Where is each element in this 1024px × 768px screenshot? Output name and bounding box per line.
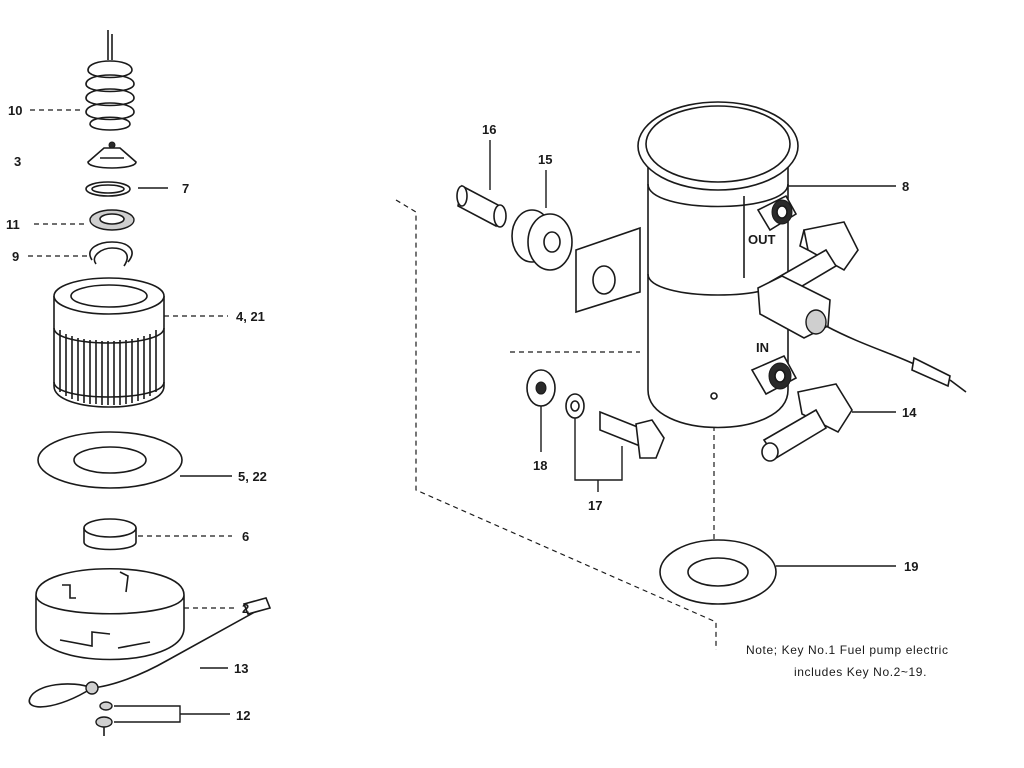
label-11: 11 [6,217,20,232]
label-4-21: 4, 21 [236,309,265,324]
part-4-21-filter-element [53,277,165,408]
right-leader-lines [489,140,896,567]
label-15: 15 [538,152,552,167]
bracket-outline [395,199,717,650]
label-8: 8 [902,179,909,194]
part-7-o-ring [85,181,131,197]
part-5-22-gasket [37,431,183,489]
label-18: 18 [533,458,547,473]
inlet-port: IN [750,340,798,396]
part-6-magnet [83,518,137,551]
part-8-pump-body [637,101,799,429]
outlet-port: OUT [748,194,798,247]
label-6: 6 [242,529,249,544]
part-17-bolt-set [565,393,665,459]
diagram-note: Note; Key No.1 Fuel pump electric includ… [746,643,949,679]
label-3: 3 [14,154,21,169]
part-2-retaining-band [35,568,185,661]
note-line-2: includes Key No.2~19. [794,665,927,679]
label-12: 12 [236,708,250,723]
part-19-gasket [659,539,777,605]
part-16-sleeve [456,184,507,228]
in-port-mark: IN [756,340,769,355]
label-17: 17 [588,498,602,513]
mounting-bracket [575,226,641,314]
label-13: 13 [234,661,248,676]
part-3-valve [87,141,137,169]
label-16: 16 [482,122,496,137]
label-7: 7 [182,181,189,196]
label-9: 9 [12,249,19,264]
label-2: 2 [242,601,249,616]
label-5-22: 5, 22 [238,469,267,484]
left-leader-lines [28,109,236,723]
part-9-snap-ring [89,241,133,267]
part-12-screws [95,701,113,736]
part-13-ground-wire [28,597,272,708]
part-18-washer [526,369,556,407]
callout-labels: 10 3 7 11 9 4, 21 5, 22 6 2 13 12 16 15 … [6,103,918,723]
part-15-rubber-mount [511,209,573,271]
note-line-1: Note; Key No.1 Fuel pump electric [746,643,949,657]
part-10-spring [85,30,135,131]
label-10: 10 [8,103,22,118]
connector-plug [757,275,967,393]
label-19: 19 [904,559,918,574]
out-port-mark: OUT [748,232,776,247]
label-14: 14 [902,405,917,420]
part-14-banjo-fitting [761,383,853,462]
part-11-washer [89,209,135,231]
